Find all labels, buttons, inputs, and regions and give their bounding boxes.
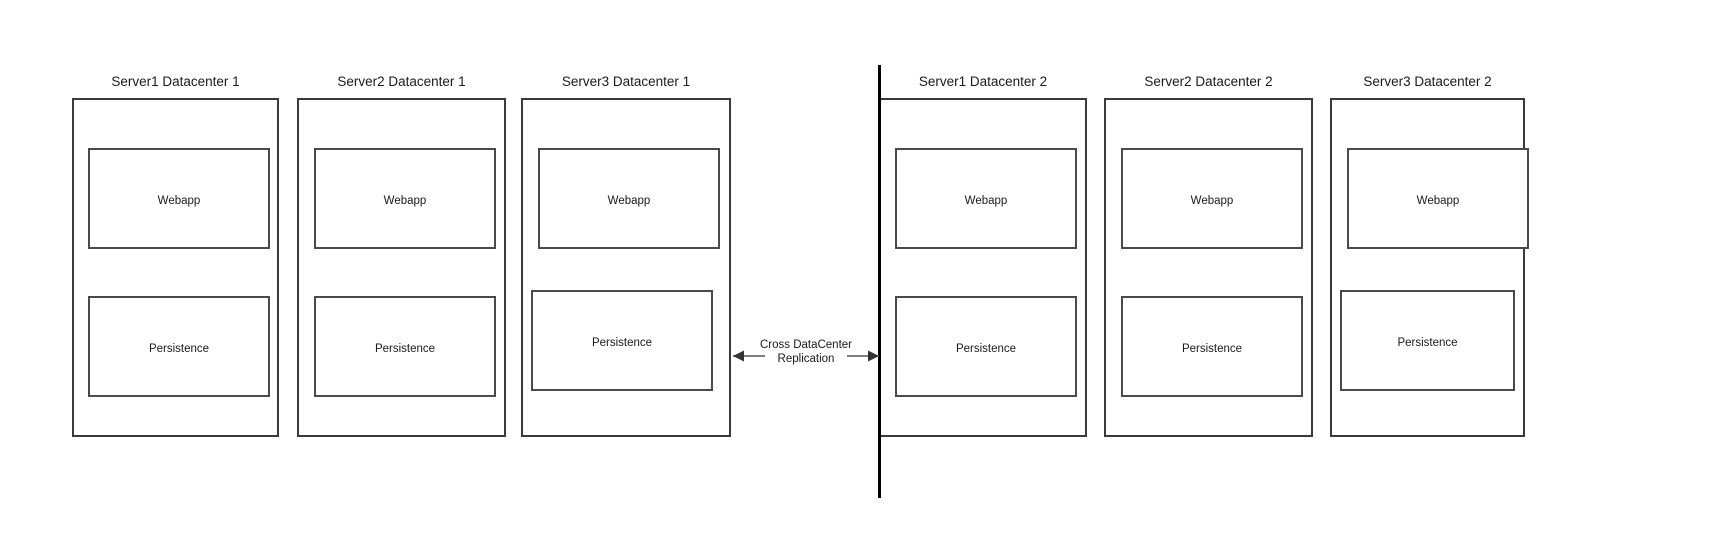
component-label-webapp: Webapp [607, 194, 651, 207]
component-box-webapp-server3-datacenter-2: Webapp [1347, 148, 1529, 249]
component-box-persistence-server2-datacenter-1: Persistence [314, 296, 496, 397]
component-label-persistence: Persistence [591, 336, 653, 349]
replication-arrow-right [847, 350, 879, 362]
component-label-webapp: Webapp [1190, 194, 1234, 207]
component-label-persistence: Persistence [1397, 336, 1458, 349]
component-box-webapp-server1-datacenter-1: Webapp [88, 148, 270, 249]
server-title-server2-datacenter-2: Server2 Datacenter 2 [1144, 74, 1273, 89]
replication-label-line1: Cross DataCenter [759, 339, 853, 351]
replication-arrows [733, 350, 879, 362]
component-box-persistence-server1-datacenter-1: Persistence [88, 296, 270, 397]
server-title-server3-datacenter-2: Server3 Datacenter 2 [1363, 74, 1492, 89]
component-box-persistence-server3-datacenter-2: Persistence [1340, 290, 1515, 391]
component-box-webapp-server2-datacenter-2: Webapp [1121, 148, 1303, 249]
server-title-server1-datacenter-2: Server1 Datacenter 2 [918, 74, 1048, 89]
datacenter-divider [878, 65, 881, 498]
component-box-persistence-server1-datacenter-2: Persistence [895, 296, 1077, 397]
component-box-webapp-server1-datacenter-2: Webapp [895, 148, 1077, 249]
component-label-persistence: Persistence [148, 342, 210, 355]
component-label-webapp: Webapp [1416, 194, 1460, 207]
component-label-persistence: Persistence [374, 342, 436, 355]
replication-arrow-left [733, 350, 765, 362]
component-box-persistence-server3-datacenter-1: Persistence [531, 290, 713, 391]
component-box-webapp-server3-datacenter-1: Webapp [538, 148, 720, 249]
replication-label-line2: Replication [777, 353, 835, 365]
component-label-webapp: Webapp [383, 194, 427, 207]
component-box-persistence-server2-datacenter-2: Persistence [1121, 296, 1303, 397]
component-label-persistence: Persistence [955, 342, 1017, 355]
component-label-persistence: Persistence [1181, 342, 1243, 355]
component-label-webapp: Webapp [964, 194, 1008, 207]
component-label-webapp: Webapp [157, 194, 201, 207]
component-box-webapp-server2-datacenter-1: Webapp [314, 148, 496, 249]
server-title-server1-datacenter-1: Server1 Datacenter 1 [111, 74, 240, 89]
server-title-server3-datacenter-1: Server3 Datacenter 1 [561, 74, 691, 89]
server-title-server2-datacenter-1: Server2 Datacenter 1 [337, 74, 466, 89]
